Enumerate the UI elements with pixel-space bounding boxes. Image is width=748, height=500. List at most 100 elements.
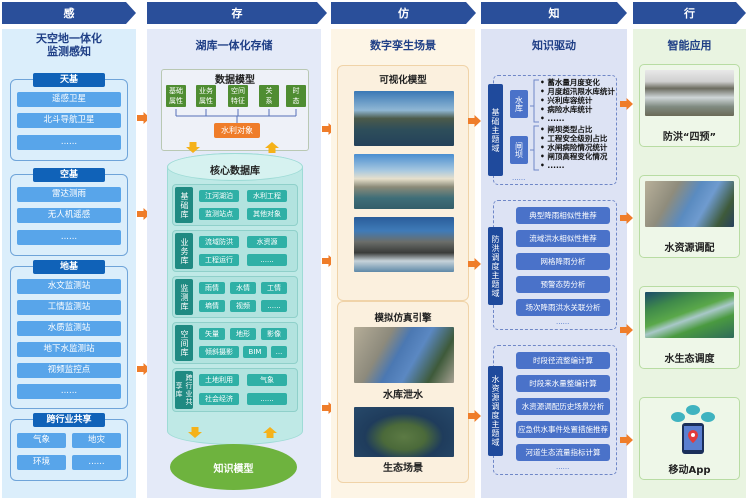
bullet-item: 蓄水量月度变化	[547, 78, 600, 87]
flow-arrow-icon	[468, 410, 481, 422]
sense-title-line1: 天空地一体化	[36, 32, 102, 45]
sensor-item: 水质监测站	[17, 321, 121, 336]
sensor-item: 地灾	[72, 433, 121, 448]
dam-bridge-render	[354, 91, 454, 146]
sensor-item: 工情监测站	[17, 300, 121, 315]
library-item: 社会经济	[199, 393, 239, 405]
flow-arrow-icon	[137, 363, 150, 375]
knowledge-item: 网格降雨分析	[516, 253, 610, 270]
app-caption: 水资源调配	[664, 243, 715, 254]
app-caption: 水生态调度	[664, 354, 715, 365]
sensor-item: 北斗导航卫星	[17, 113, 121, 128]
simulate-title: 数字孪生场景	[370, 39, 436, 52]
library-label: 业务库	[175, 233, 193, 269]
group-cross-industry: 跨行业共享 气象 地灾 环境 ......	[10, 413, 128, 481]
attribute-box: 时 态	[286, 85, 306, 107]
library-basic: 基础库 江河湖泊 水利工程 监测站点 其他对象	[172, 184, 298, 226]
group-header: 地基	[33, 260, 105, 274]
bracket-icon	[530, 79, 539, 171]
flow-arrow-icon	[468, 115, 481, 127]
bullet-item: 闸坝类型占比	[547, 125, 593, 134]
library-item: 其他对象	[247, 208, 287, 220]
flood-discharge-photo	[645, 70, 734, 116]
subgroup-label: 水库	[510, 90, 528, 118]
sensor-item: ......	[17, 230, 121, 245]
sense-title-line2: 监测感知	[47, 45, 91, 58]
group-air-based: 空基 雷达测雨 无人机遥感 ......	[10, 168, 128, 256]
act-column: 智能应用 防洪“四预” 水资源调配 水生态调度 移动App	[633, 29, 746, 498]
sensor-item: 遥感卫星	[17, 92, 121, 107]
flow-arrow-icon	[620, 324, 633, 336]
library-label: 监测库	[175, 279, 193, 315]
group-header: 空基	[33, 168, 105, 182]
sensor-item: ......	[17, 135, 121, 150]
domain-water-resources: 水资源调度主题域 时段径流整编计算 时段来水量整编计算 水资源调配历史场景分析 …	[488, 345, 617, 475]
bullet-list: • 蓄水量月度变化 • 月度超汛限水库统计 • 兴利库容统计 • 病险水库统计 …	[540, 78, 615, 123]
group-header: 跨行业共享	[33, 413, 105, 427]
group-space-based: 天基 遥感卫星 北斗导航卫星 ......	[10, 73, 128, 161]
sensor-item: 无人机遥感	[17, 208, 121, 223]
sensor-item: ......	[17, 384, 121, 399]
core-database-cylinder: 核心数据库 基础库 江河湖泊 水利工程 监测站点 其他对象 业务库 流域防洪 水…	[167, 153, 303, 445]
library-item: 地形	[230, 328, 256, 340]
sensor-item: 雷达测雨	[17, 187, 121, 202]
bullet-item: 水闸病险情况统计	[547, 143, 608, 152]
arrow-down-icon	[188, 427, 202, 438]
library-item: 监测站点	[199, 208, 239, 220]
spillway-gate-render	[354, 217, 454, 272]
flow-arrow-icon	[620, 434, 633, 446]
river-wetland-photo	[645, 292, 734, 338]
library-item: 土地利用	[199, 374, 239, 386]
ecological-island-aerial	[354, 407, 454, 457]
library-item: 矢量	[199, 328, 225, 340]
library-business: 业务库 流域防洪 水资源 工程运行 ......	[172, 230, 298, 272]
app-card-water-allocation[interactable]: 水资源调配	[639, 175, 740, 258]
library-item: ...	[271, 346, 287, 358]
group-ground-based: 地基 水文监测站 工情监测站 水质监测站 地下水监测站 视频监控点 ......	[10, 260, 128, 409]
domain-label: 防洪调度主题域	[488, 227, 503, 305]
app-caption: 防洪“四预”	[662, 132, 717, 143]
more-dots: ......	[556, 463, 570, 471]
sensor-item: 环境	[17, 455, 66, 470]
library-cross-industry: 跨行业共享库 土地利用 气象 社会经济 ......	[172, 368, 298, 412]
knowledge-item: 应急供水事件处置措施推荐	[516, 421, 610, 438]
reservoir-release-aerial	[354, 327, 454, 383]
data-model-panel: 数据模型 基础 属性 业务 属性 空间 特征 关 系 时 态 水利对象	[161, 69, 309, 151]
knowledge-item: 预警态势分析	[516, 276, 610, 293]
scene-caption: 水库泄水	[383, 390, 423, 401]
sense-title: 天空地一体化 监测感知	[2, 32, 136, 58]
know-column: 知识驱动 基础主题域 水库 闸坝 • 蓄水量月度变化 • 月度超汛限水库统计 •…	[481, 29, 627, 498]
library-label: 跨行业共享库	[175, 371, 193, 409]
act-title: 智能应用	[667, 39, 712, 52]
attribute-box: 基础 属性	[166, 85, 186, 107]
knowledge-item: 河道生态流量指标计算	[516, 444, 610, 461]
stage-act: 行	[633, 2, 746, 24]
library-item: 水情	[230, 282, 256, 294]
app-card-flood[interactable]: 防洪“四预”	[639, 64, 740, 147]
arrow-down-icon	[186, 142, 200, 153]
app-card-eco-dispatch[interactable]: 水生态调度	[639, 286, 740, 369]
attribute-box: 关 系	[259, 85, 279, 107]
more-dots: ......	[512, 174, 526, 182]
library-item: 墒情	[199, 300, 225, 312]
bullet-item: 病险水库统计	[547, 105, 593, 114]
flow-arrow-icon	[620, 212, 633, 224]
library-item: 水利工程	[247, 190, 287, 202]
library-item: 视频	[230, 300, 256, 312]
domain-label: 基础主题域	[488, 84, 503, 176]
arrow-up-icon	[265, 142, 279, 153]
sensor-item: 视频监控点	[17, 363, 121, 378]
library-spatial: 空间库 矢量 地形 影像 倾斜摄影 BIM ...	[172, 322, 298, 364]
sim-engine-title: 模拟仿真引擎	[374, 313, 432, 324]
app-card-mobile[interactable]: 移动App	[639, 397, 740, 480]
bullet-list: • 闸坝类型占比 • 工程安全级别占比 • 水闸病险情况统计 • 闸顶高程变化情…	[540, 125, 608, 170]
stage-know: 知	[481, 2, 627, 24]
stage-store: 存	[147, 2, 327, 24]
library-item: 工情	[261, 282, 287, 294]
library-item: BIM	[243, 346, 267, 358]
store-column: 湖库一体化存储 数据模型 基础 属性 业务 属性 空间 特征 关 系 时 态 水…	[147, 29, 321, 498]
core-db-title: 核心数据库	[210, 166, 260, 177]
stage-sense: 感	[2, 2, 136, 24]
water-object-box: 水利对象	[214, 123, 260, 138]
bullet-item: ......	[547, 114, 565, 123]
